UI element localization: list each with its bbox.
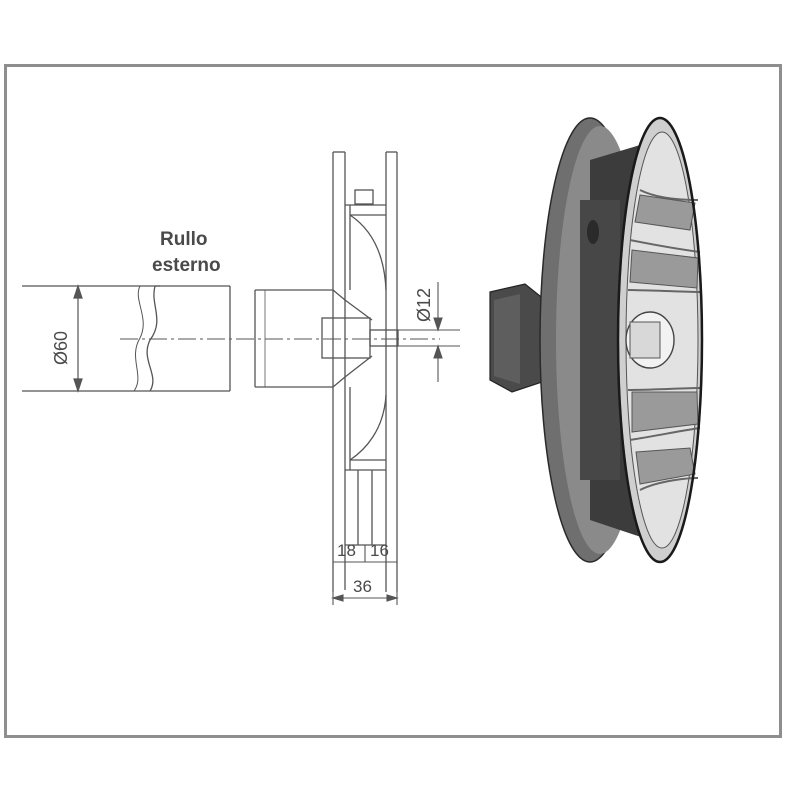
label-rullo: Rullo (160, 229, 208, 250)
label-width-36: 36 (353, 577, 372, 596)
label-width-18: 18 (337, 541, 356, 560)
diameter-60-dimension (22, 284, 160, 393)
pulley-hub (254, 289, 399, 388)
label-diameter-12: Ø12 (414, 288, 434, 322)
diameter-12-dimension (398, 282, 460, 382)
pulley-disc-section (332, 151, 398, 592)
pulley-product-illustration (489, 116, 704, 564)
label-width-16: 16 (370, 541, 389, 560)
width-dimensions (331, 545, 399, 605)
label-diameter-60: Ø60 (51, 331, 71, 365)
label-esterno: esterno (152, 255, 221, 276)
